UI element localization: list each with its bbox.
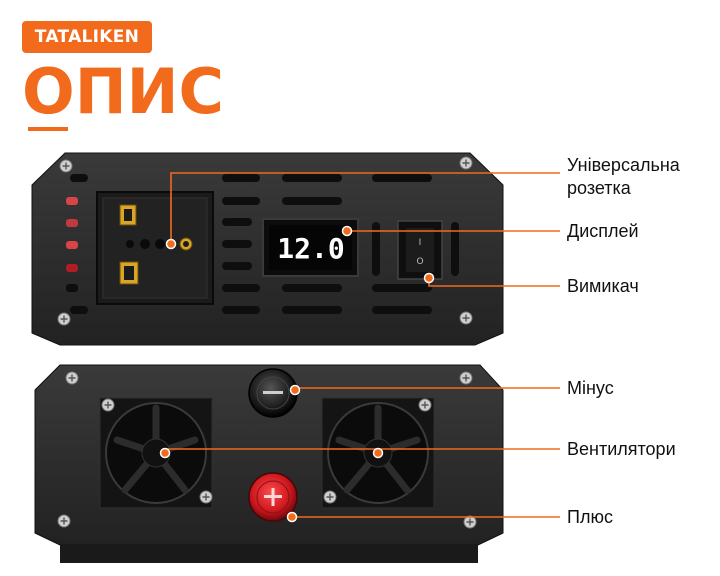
label-display: Дисплей — [567, 221, 639, 241]
display-readout: 12.0 — [277, 232, 344, 265]
back-panel — [34, 364, 504, 563]
screw-icon — [459, 371, 473, 385]
minus-icon — [263, 391, 283, 394]
switch-off-mark: O — [416, 257, 423, 267]
screw-icon — [57, 312, 71, 326]
minus-terminal[interactable] — [248, 368, 298, 418]
power-switch[interactable]: I O — [397, 220, 443, 280]
screw-icon — [59, 159, 73, 173]
screw-icon — [459, 156, 473, 170]
screw-icon — [199, 490, 213, 504]
screw-icon — [418, 398, 432, 412]
screw-icon — [101, 398, 115, 412]
brand-badge: TATALIKEN — [22, 21, 152, 53]
plus-terminal[interactable] — [248, 472, 298, 522]
screw-icon — [323, 490, 337, 504]
switch-on-mark: I — [419, 238, 422, 248]
label-socket-line2: розетка — [567, 178, 631, 198]
screw-icon — [65, 371, 79, 385]
plus-icon — [264, 488, 282, 506]
digital-display: 12.0 — [262, 218, 359, 277]
label-plus: Плюс — [567, 507, 613, 527]
label-switch: Вимикач — [567, 276, 639, 296]
title-underline — [28, 127, 68, 131]
label-fans: Вентилятори — [567, 439, 676, 459]
screw-icon — [57, 514, 71, 528]
fan-icon — [99, 397, 213, 509]
label-socket-line1: Універсальна — [567, 155, 680, 175]
page-title: ОПИС — [22, 55, 224, 128]
screw-icon — [459, 311, 473, 325]
label-minus: Мінус — [567, 378, 614, 398]
universal-socket — [96, 191, 214, 305]
front-panel: 12.0 I O — [31, 152, 504, 346]
